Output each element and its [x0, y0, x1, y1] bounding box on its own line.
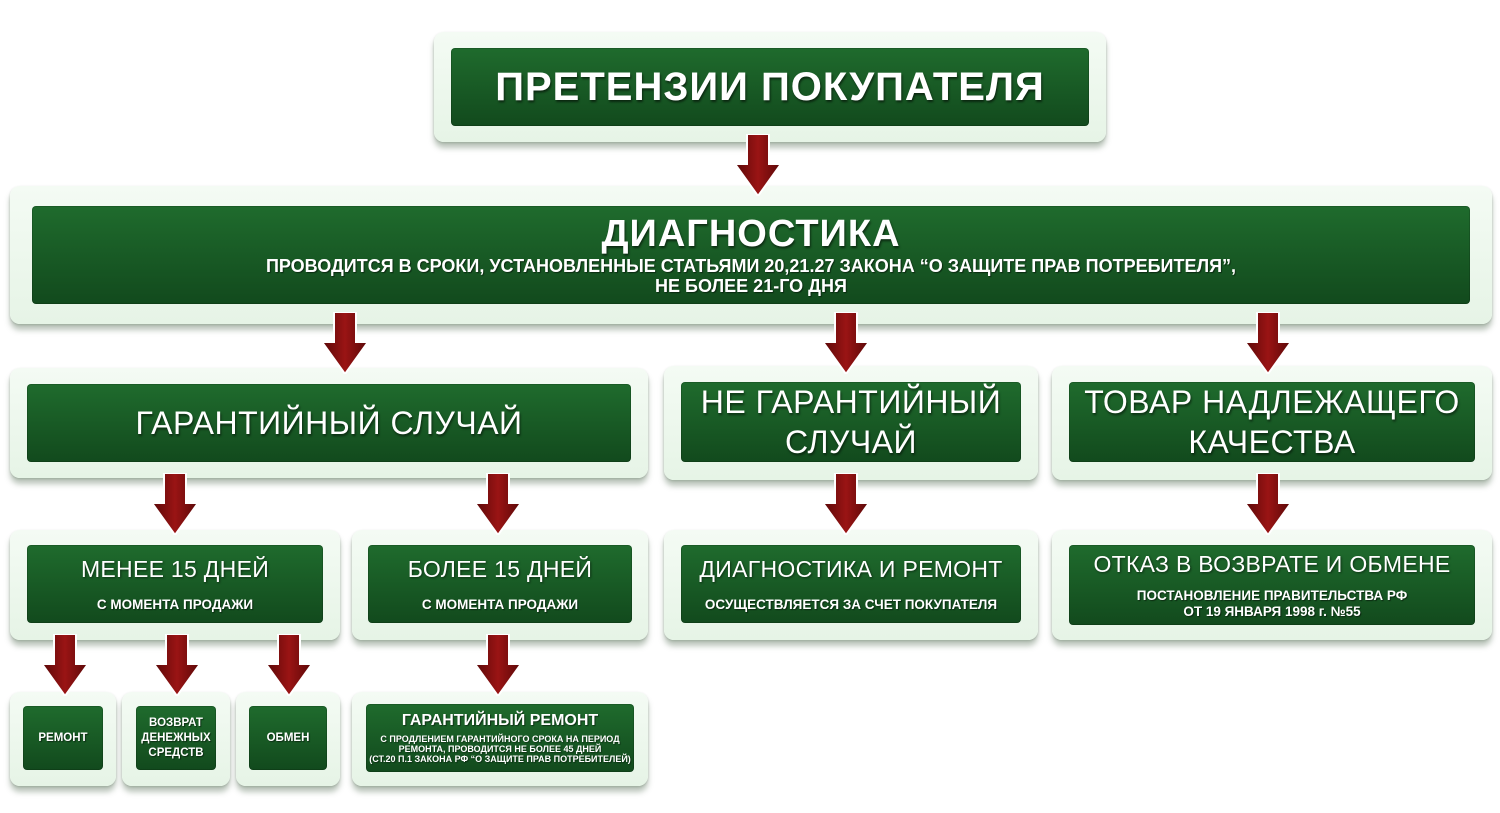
proper-quality-card: ТОВАР НАДЛЕЖАЩЕГО КАЧЕСТВА [1052, 366, 1492, 480]
arrow-down-icon [475, 473, 521, 535]
arrow-down-icon [1245, 473, 1291, 535]
claims-title: ПРЕТЕНЗИИ ПОКУПАТЕЛЯ [495, 64, 1045, 109]
refund-box: ВОЗВРАТ ДЕНЕЖНЫХ СРЕДСТВ [136, 706, 216, 770]
refusal-sub1: ПОСТАНОВЛЕНИЕ ПРАВИТЕЛЬСТВА РФ [1136, 588, 1408, 603]
arrow-down-icon [1245, 312, 1291, 374]
refusal-box: ОТКАЗ В ВОЗВРАТЕ И ОБМЕНЕ ПОСТАНОВЛЕНИЕ … [1069, 545, 1475, 625]
diagnostics-title: ДИАГНОСТИКА [601, 213, 901, 255]
less-15-days-card: МЕНЕЕ 15 ДНЕЙ С МОМЕНТА ПРОДАЖИ [10, 530, 340, 640]
proper-quality-line2: КАЧЕСТВА [1188, 424, 1356, 460]
warranty-repair-card: ГАРАНТИЙНЫЙ РЕМОНТ С ПРОДЛЕНИЕМ ГАРАНТИЙ… [352, 692, 648, 786]
more-15-days-sub: С МОМЕНТА ПРОДАЖИ [421, 597, 579, 612]
arrow-down-icon [823, 312, 869, 374]
arrow-down-icon [823, 473, 869, 535]
arrow-down-icon [266, 634, 312, 696]
arrow-down-icon [322, 312, 368, 374]
refund-line2: ДЕНЕЖНЫХ [141, 731, 211, 744]
exchange-box: ОБМЕН [249, 706, 327, 770]
warranty-repair-title: ГАРАНТИЙНЫЙ РЕМОНТ [401, 712, 599, 729]
warranty-repair-sub1: С ПРОДЛЕНИЕМ ГАРАНТИЙНОГО СРОКА НА ПЕРИО… [380, 734, 620, 744]
non-warranty-box: НЕ ГАРАНТИЙНЫЙ СЛУЧАЙ [681, 382, 1021, 462]
refusal-card: ОТКАЗ В ВОЗВРАТЕ И ОБМЕНЕ ПОСТАНОВЛЕНИЕ … [1052, 530, 1492, 640]
repair-label: РЕМОНТ [38, 731, 88, 744]
more-15-days-card: БОЛЕЕ 15 ДНЕЙ С МОМЕНТА ПРОДАЖИ [352, 530, 648, 640]
arrow-down-icon [475, 634, 521, 696]
less-15-days-box: МЕНЕЕ 15 ДНЕЙ С МОМЕНТА ПРОДАЖИ [27, 545, 323, 623]
claims-box: ПРЕТЕНЗИИ ПОКУПАТЕЛЯ [451, 48, 1089, 126]
non-warranty-card: НЕ ГАРАНТИЙНЫЙ СЛУЧАЙ [664, 366, 1038, 480]
exchange-label: ОБМЕН [266, 731, 310, 744]
repair-box: РЕМОНТ [23, 706, 103, 770]
more-15-days-title: БОЛЕЕ 15 ДНЕЙ [407, 556, 593, 582]
refusal-title: ОТКАЗ В ВОЗВРАТЕ И ОБМЕНЕ [1093, 551, 1451, 577]
warranty-repair-sub2: РЕМОНТА, ПРОВОДИТСЯ НЕ БОЛЕЕ 45 ДНЕЙ [398, 744, 602, 754]
non-warranty-line1: НЕ ГАРАНТИЙНЫЙ [700, 384, 1002, 420]
claims-card: ПРЕТЕНЗИИ ПОКУПАТЕЛЯ [434, 32, 1106, 142]
diagnostics-box: ДИАГНОСТИКА ПРОВОДИТСЯ В СРОКИ, УСТАНОВЛ… [32, 206, 1470, 304]
diag-repair-title: ДИАГНОСТИКА И РЕМОНТ [699, 556, 1003, 582]
warranty-title: ГАРАНТИЙНЫЙ СЛУЧАЙ [135, 405, 523, 441]
arrow-down-icon [42, 634, 88, 696]
arrow-down-icon [152, 473, 198, 535]
proper-quality-box: ТОВАР НАДЛЕЖАЩЕГО КАЧЕСТВА [1069, 382, 1475, 462]
arrow-down-icon [154, 634, 200, 696]
more-15-days-box: БОЛЕЕ 15 ДНЕЙ С МОМЕНТА ПРОДАЖИ [368, 545, 632, 623]
diagnostics-text-line1: ПРОВОДИТСЯ В СРОКИ, УСТАНОВЛЕННЫЕ СТАТЬЯ… [265, 256, 1237, 276]
non-warranty-line2: СЛУЧАЙ [784, 424, 918, 460]
less-15-days-title: МЕНЕЕ 15 ДНЕЙ [80, 556, 270, 582]
diagnostics-text-line2: НЕ БОЛЕЕ 21-ГО ДНЯ [655, 276, 847, 296]
proper-quality-line1: ТОВАР НАДЛЕЖАЩЕГО [1084, 384, 1460, 420]
warranty-card: ГАРАНТИЙНЫЙ СЛУЧАЙ [10, 368, 648, 478]
warranty-box: ГАРАНТИЙНЫЙ СЛУЧАЙ [27, 384, 631, 462]
exchange-card: ОБМЕН [236, 692, 340, 786]
less-15-days-sub: С МОМЕНТА ПРОДАЖИ [96, 597, 254, 612]
refund-card: ВОЗВРАТ ДЕНЕЖНЫХ СРЕДСТВ [122, 692, 230, 786]
arrow-down-icon [735, 134, 781, 196]
refusal-sub2: ОТ 19 ЯНВАРЯ 1998 г. №55 [1183, 604, 1361, 619]
repair-card: РЕМОНТ [10, 692, 116, 786]
refund-line3: СРЕДСТВ [148, 746, 204, 759]
warranty-repair-sub3: (СТ.20 П.1 ЗАКОНА РФ “О ЗАЩИТЕ ПРАВ ПОТР… [369, 754, 631, 764]
diag-repair-box: ДИАГНОСТИКА И РЕМОНТ ОСУЩЕСТВЛЯЕТСЯ ЗА С… [681, 545, 1021, 623]
diagnostics-card: ДИАГНОСТИКА ПРОВОДИТСЯ В СРОКИ, УСТАНОВЛ… [10, 186, 1492, 324]
diag-repair-card: ДИАГНОСТИКА И РЕМОНТ ОСУЩЕСТВЛЯЕТСЯ ЗА С… [664, 530, 1038, 640]
refund-line1: ВОЗВРАТ [149, 716, 203, 729]
warranty-repair-box: ГАРАНТИЙНЫЙ РЕМОНТ С ПРОДЛЕНИЕМ ГАРАНТИЙ… [366, 704, 634, 772]
diag-repair-sub: ОСУЩЕСТВЛЯЕТСЯ ЗА СЧЕТ ПОКУПАТЕЛЯ [704, 597, 998, 612]
